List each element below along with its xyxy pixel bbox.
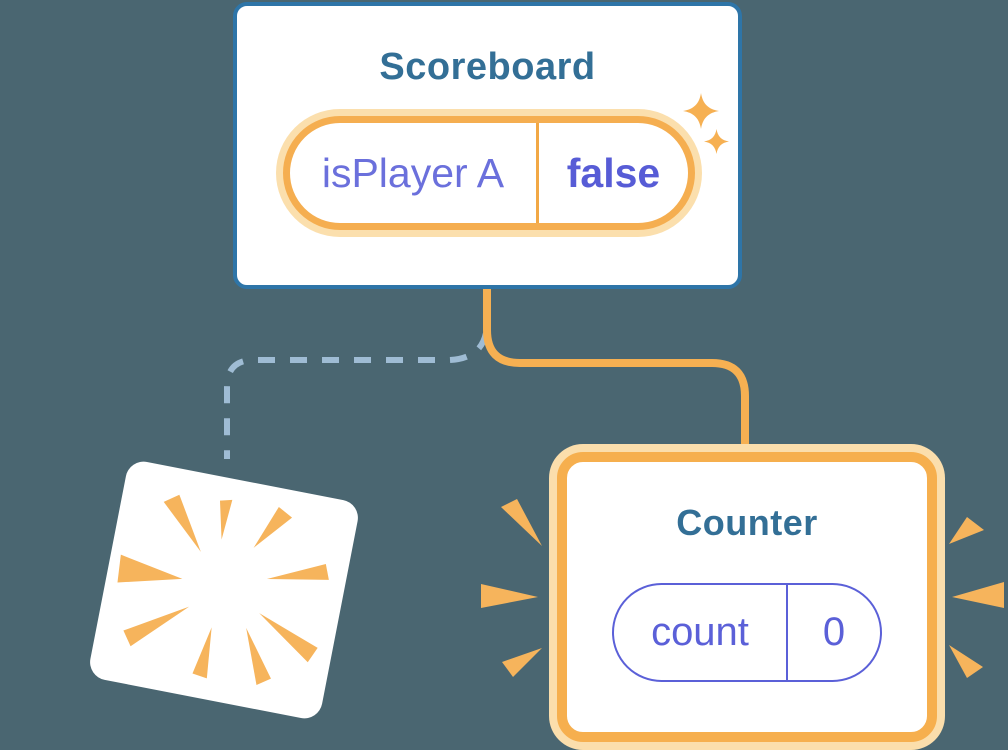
destroyed-counter-card (86, 458, 362, 722)
state-name-label: isPlayer A (321, 149, 505, 196)
counter-title: Counter (676, 502, 818, 543)
pill-divider (786, 585, 788, 680)
right-burst-icon (949, 517, 1004, 678)
pill-divider (536, 123, 539, 223)
state-value-label: false (566, 149, 661, 196)
solid-connector (483, 287, 749, 457)
scoreboard-title: Scoreboard (379, 46, 596, 88)
scoreboard-state-pill: isPlayer A false (283, 116, 695, 230)
scoreboard-card: Scoreboard isPlayer A false (233, 2, 742, 289)
counter-state-pill: count 0 (612, 583, 882, 682)
dashed-connector (224, 332, 489, 459)
left-burst-icon (481, 499, 542, 677)
state-value-label: 0 (822, 610, 846, 654)
counter-card: Counter count 0 (557, 452, 937, 742)
state-name-label: count (651, 610, 749, 654)
explosion-burst-icon (117, 494, 329, 685)
